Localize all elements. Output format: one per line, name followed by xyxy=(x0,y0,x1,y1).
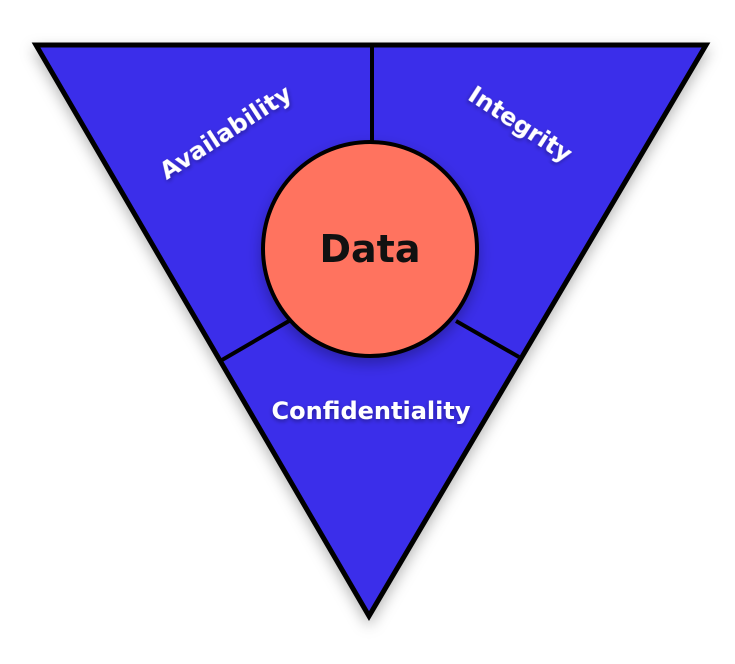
divider-right xyxy=(455,319,520,359)
divider-left xyxy=(220,319,291,362)
data-core-circle xyxy=(261,140,479,358)
confidentiality-label: Confidentiality xyxy=(272,397,471,425)
data-core-label: Data xyxy=(320,227,421,271)
